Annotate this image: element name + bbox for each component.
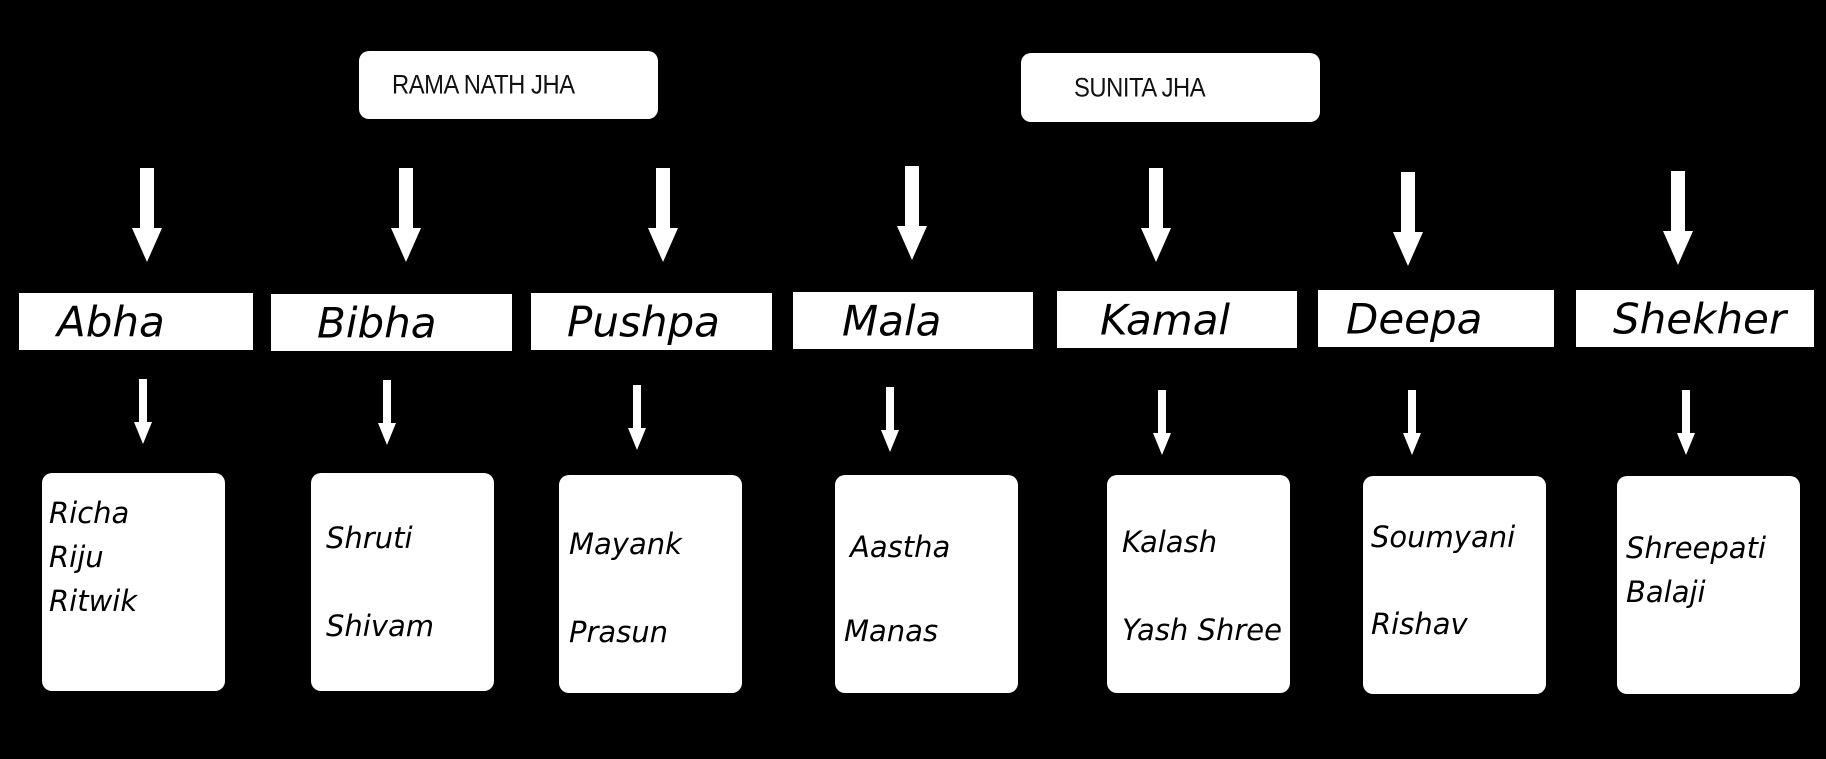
child-box-pushpa: Pushpa — [531, 293, 772, 350]
arrow-head — [1153, 433, 1171, 455]
arrow-shaft — [1149, 168, 1163, 229]
parent-name: RAMA NATH JHA — [392, 69, 575, 100]
arrow-shaft — [886, 387, 894, 431]
arrow-head — [648, 228, 678, 262]
grandchild-name: Ritwik — [49, 584, 138, 618]
arrow-head — [1677, 433, 1695, 455]
arrow-head — [1403, 433, 1421, 455]
grandchild-name: Mayank — [569, 527, 682, 561]
arrow-head — [1393, 232, 1423, 266]
grandchild-name: Shreepati — [1626, 531, 1767, 565]
arrow-head — [391, 228, 421, 262]
arrow-bibha-grandchildren — [378, 380, 396, 445]
arrow-shaft — [139, 379, 147, 423]
arrow-bibha — [391, 168, 421, 262]
grandchild-name: Prasun — [569, 615, 669, 649]
grandchild-name: Richa — [49, 496, 130, 530]
grandchild-name: Shivam — [326, 609, 435, 643]
arrow-shaft — [383, 380, 391, 424]
arrow-kamal-grandchildren — [1153, 390, 1171, 455]
grandchildren-box-deepa: Soumyani Rishav — [1363, 476, 1546, 694]
arrow-head — [881, 430, 899, 452]
arrow-shaft — [1158, 390, 1166, 434]
child-box-abha: Abha — [19, 293, 253, 350]
arrow-head — [897, 226, 927, 260]
arrow-head — [132, 228, 162, 262]
arrow-abha-grandchildren — [134, 379, 152, 444]
grandchild-name: Shruti — [326, 521, 413, 555]
arrow-shaft — [656, 168, 670, 229]
child-name: Shekher — [1613, 294, 1787, 343]
arrow-kamal — [1141, 168, 1171, 262]
arrow-deepa-grandchildren — [1403, 390, 1421, 455]
grandchild-name: Balaji — [1626, 575, 1706, 609]
grandchild-name: Riju — [49, 540, 104, 574]
arrow-head — [378, 423, 396, 445]
arrow-shaft — [399, 168, 413, 229]
parent-box-sunita-jha: SUNITA JHA — [1021, 53, 1320, 122]
arrow-shaft — [140, 168, 154, 229]
child-name: Pushpa — [567, 297, 720, 346]
grandchild-name: Aastha — [850, 530, 951, 564]
grandchildren-box-bibha: Shruti Shivam — [311, 473, 494, 691]
child-name: Abha — [57, 297, 165, 346]
child-box-bibha: Bibha — [271, 294, 512, 351]
arrow-shaft — [1682, 390, 1690, 434]
arrow-pushpa — [648, 168, 678, 262]
child-box-mala: Mala — [793, 292, 1033, 349]
grandchildren-box-abha: Richa Riju Ritwik — [42, 473, 225, 691]
grandchild-name: Manas — [844, 614, 939, 648]
arrow-shaft — [1401, 172, 1415, 233]
parent-box-rama-nath-jha: RAMA NATH JHA — [359, 51, 658, 119]
child-box-shekher: Shekher — [1576, 290, 1814, 347]
arrow-pushpa-grandchildren — [628, 385, 646, 450]
arrow-shekher — [1663, 171, 1693, 265]
child-box-kamal: Kamal — [1057, 291, 1297, 348]
arrow-shaft — [633, 385, 641, 429]
arrow-shaft — [1671, 171, 1685, 232]
grandchild-name: Yash Shree — [1122, 613, 1282, 647]
grandchild-name: Kalash — [1122, 525, 1218, 559]
arrow-head — [1141, 228, 1171, 262]
arrow-mala-grandchildren — [881, 387, 899, 452]
grandchildren-box-mala: Aastha Manas — [835, 475, 1018, 693]
arrow-abha — [132, 168, 162, 262]
grandchild-name: Soumyani — [1371, 520, 1516, 554]
arrow-mala — [897, 166, 927, 260]
arrow-head — [1663, 231, 1693, 265]
child-box-deepa: Deepa — [1318, 290, 1554, 347]
child-name: Bibha — [317, 298, 437, 347]
child-name: Kamal — [1100, 295, 1231, 344]
arrow-shaft — [905, 166, 919, 227]
grandchild-name: Rishav — [1371, 607, 1468, 641]
child-name: Deepa — [1346, 294, 1483, 343]
child-name: Mala — [842, 296, 942, 345]
grandchildren-box-pushpa: Mayank Prasun — [559, 475, 742, 693]
arrow-head — [628, 428, 646, 450]
grandchildren-box-shekher: Shreepati Balaji — [1617, 476, 1800, 694]
arrow-shekher-grandchildren — [1677, 390, 1695, 455]
grandchildren-box-kamal: Kalash Yash Shree — [1107, 475, 1290, 693]
arrow-deepa — [1393, 172, 1423, 266]
parent-name: SUNITA JHA — [1074, 72, 1206, 102]
arrow-shaft — [1408, 390, 1416, 434]
arrow-head — [134, 422, 152, 444]
